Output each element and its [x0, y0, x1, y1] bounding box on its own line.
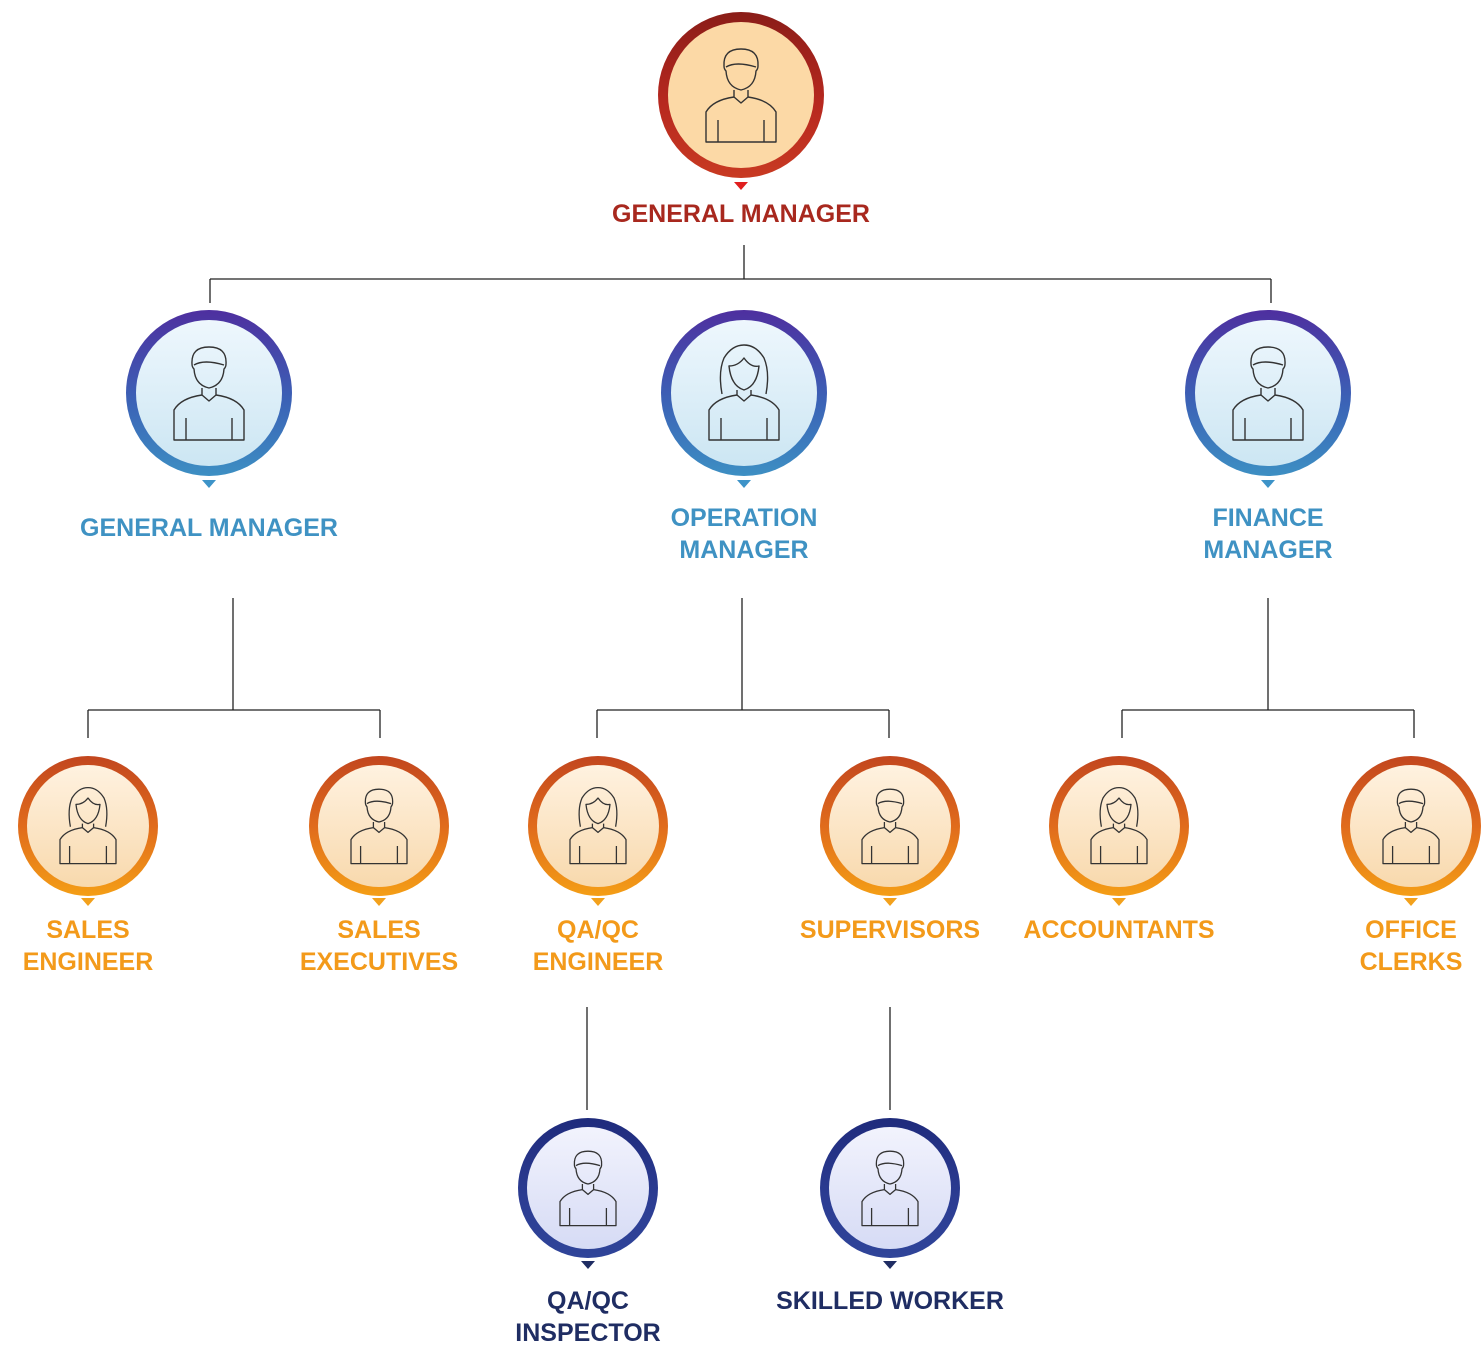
male-person-icon: [705, 48, 777, 143]
male-person-icon: [559, 1150, 617, 1227]
avatar-ring: [658, 12, 824, 178]
node-label: GENERAL MANAGER: [612, 200, 870, 228]
caret-down-icon: [591, 898, 605, 906]
node-supervisors: SUPERVISORS: [780, 756, 1000, 946]
node-label: SKILLED WORKER: [776, 1287, 1004, 1315]
node-qa-qc-engineer: QA/QC ENGINEER: [488, 756, 708, 978]
caret-down-icon: [202, 480, 216, 488]
node-office-clerks: OFFICE CLERKS: [1301, 756, 1483, 978]
node-label: QA/QC ENGINEER: [532, 916, 664, 976]
avatar-ring: [528, 756, 668, 896]
caret-down-icon: [372, 898, 386, 906]
caret-down-icon: [1261, 480, 1275, 488]
caret-down-icon: [1404, 898, 1418, 906]
node-label: SALES ENGINEER: [22, 916, 154, 976]
avatar: [136, 320, 282, 466]
node-label: GENERAL MANAGER: [80, 514, 338, 542]
node-label: QA/QC INSPECTOR: [515, 1287, 661, 1346]
female-person-icon: [59, 786, 117, 865]
male-person-icon: [173, 346, 245, 441]
node-finance-manager: FINANCE MANAGER: [1118, 310, 1418, 566]
node-label: SUPERVISORS: [799, 916, 981, 944]
avatar-ring: [1185, 310, 1351, 476]
male-person-icon: [1382, 788, 1440, 865]
caret-down-icon: [737, 480, 751, 488]
avatar: [1350, 765, 1472, 887]
node-operation-manager: OPERATION MANAGER: [594, 310, 894, 566]
avatar-ring: [1341, 756, 1481, 896]
caret-down-icon: [883, 1261, 897, 1269]
avatar-ring: [1049, 756, 1189, 896]
caret-down-icon: [81, 898, 95, 906]
node-label: FINANCE MANAGER: [1203, 504, 1333, 564]
avatar-ring: [126, 310, 292, 476]
avatar: [27, 765, 149, 887]
avatar-ring: [309, 756, 449, 896]
avatar: [671, 320, 817, 466]
female-person-icon: [569, 786, 627, 865]
node-accountants: ACCOUNTANTS: [1009, 756, 1229, 946]
node-sales-executives: SALES EXECUTIVES: [269, 756, 489, 978]
caret-down-icon: [1112, 898, 1126, 906]
male-person-icon: [350, 788, 408, 865]
male-person-icon: [861, 1150, 919, 1227]
node-label: OPERATION MANAGER: [670, 504, 818, 564]
node-skilled-worker: SKILLED WORKER: [750, 1118, 1030, 1317]
avatar: [318, 765, 440, 887]
avatar: [527, 1127, 649, 1249]
avatar: [668, 22, 814, 168]
male-person-icon: [1232, 346, 1304, 441]
avatar-ring: [820, 1118, 960, 1258]
node-general-manager-left: GENERAL MANAGER: [59, 310, 359, 544]
male-person-icon: [861, 788, 919, 865]
avatar-ring: [661, 310, 827, 476]
node-general-manager-top: GENERAL MANAGER: [591, 12, 891, 230]
caret-down-icon: [581, 1261, 595, 1269]
caret-down-icon: [883, 898, 897, 906]
avatar-ring: [18, 756, 158, 896]
female-person-icon: [1090, 786, 1148, 865]
avatar: [1058, 765, 1180, 887]
node-label: OFFICE CLERKS: [1359, 916, 1463, 976]
avatar: [1195, 320, 1341, 466]
node-sales-engineer: SALES ENGINEER: [0, 756, 198, 978]
avatar: [829, 1127, 951, 1249]
caret-down-icon: [734, 182, 748, 190]
avatar: [537, 765, 659, 887]
avatar: [829, 765, 951, 887]
female-person-icon: [708, 344, 780, 441]
node-label: ACCOUNTANTS: [1023, 916, 1215, 944]
node-qa-qc-inspector: QA/QC INSPECTOR: [478, 1118, 698, 1346]
avatar-ring: [820, 756, 960, 896]
node-label: SALES EXECUTIVES: [299, 916, 459, 976]
avatar-ring: [518, 1118, 658, 1258]
